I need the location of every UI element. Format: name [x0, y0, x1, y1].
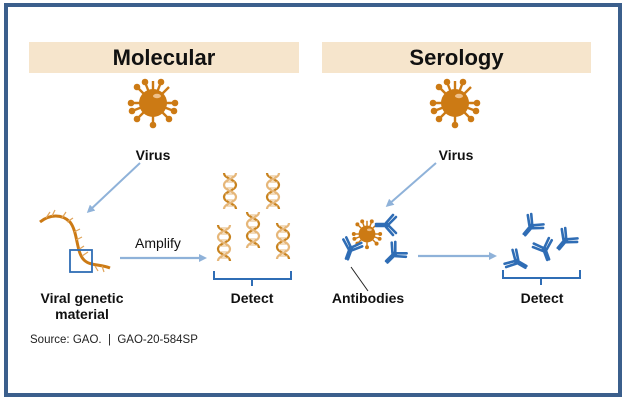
amplify-label: Amplify — [135, 235, 181, 251]
arrow-icon — [86, 162, 141, 214]
serology-virus-label: Virus — [438, 147, 474, 163]
arrow-icon — [385, 162, 437, 207]
dna-helix-icon — [216, 223, 232, 263]
antibody-icon — [374, 213, 398, 237]
serology-detect-label: Detect — [520, 290, 564, 306]
molecular-header: Molecular — [29, 42, 299, 73]
bracket-icon — [502, 270, 581, 285]
source-note: Source: GAO. | GAO-20-584SP — [30, 334, 198, 346]
antibody-icon — [549, 225, 581, 257]
rna-strand-icon — [39, 209, 111, 273]
antibody-icon — [502, 246, 533, 277]
antibody-icon — [378, 239, 410, 271]
antibody-icon — [515, 211, 547, 243]
dna-helix-icon — [275, 221, 291, 261]
dna-helix-icon — [245, 210, 261, 250]
molecular-detect-label: Detect — [230, 290, 274, 306]
antibodies-pointer — [350, 266, 369, 292]
serology-header: Serology — [322, 42, 591, 73]
virus-icon — [126, 77, 180, 130]
molecular-virus-label: Virus — [135, 147, 171, 163]
antibody-icon — [530, 236, 559, 265]
bracket-icon — [213, 271, 292, 286]
dna-helix-icon — [222, 171, 238, 211]
dna-helix-icon — [265, 171, 281, 211]
genetic-material-label-2: material — [55, 306, 109, 322]
virus-icon — [428, 77, 482, 130]
antibody-icon — [336, 235, 365, 264]
genetic-material-label-1: Viral genetic — [40, 290, 124, 306]
antibodies-label: Antibodies — [331, 290, 405, 306]
